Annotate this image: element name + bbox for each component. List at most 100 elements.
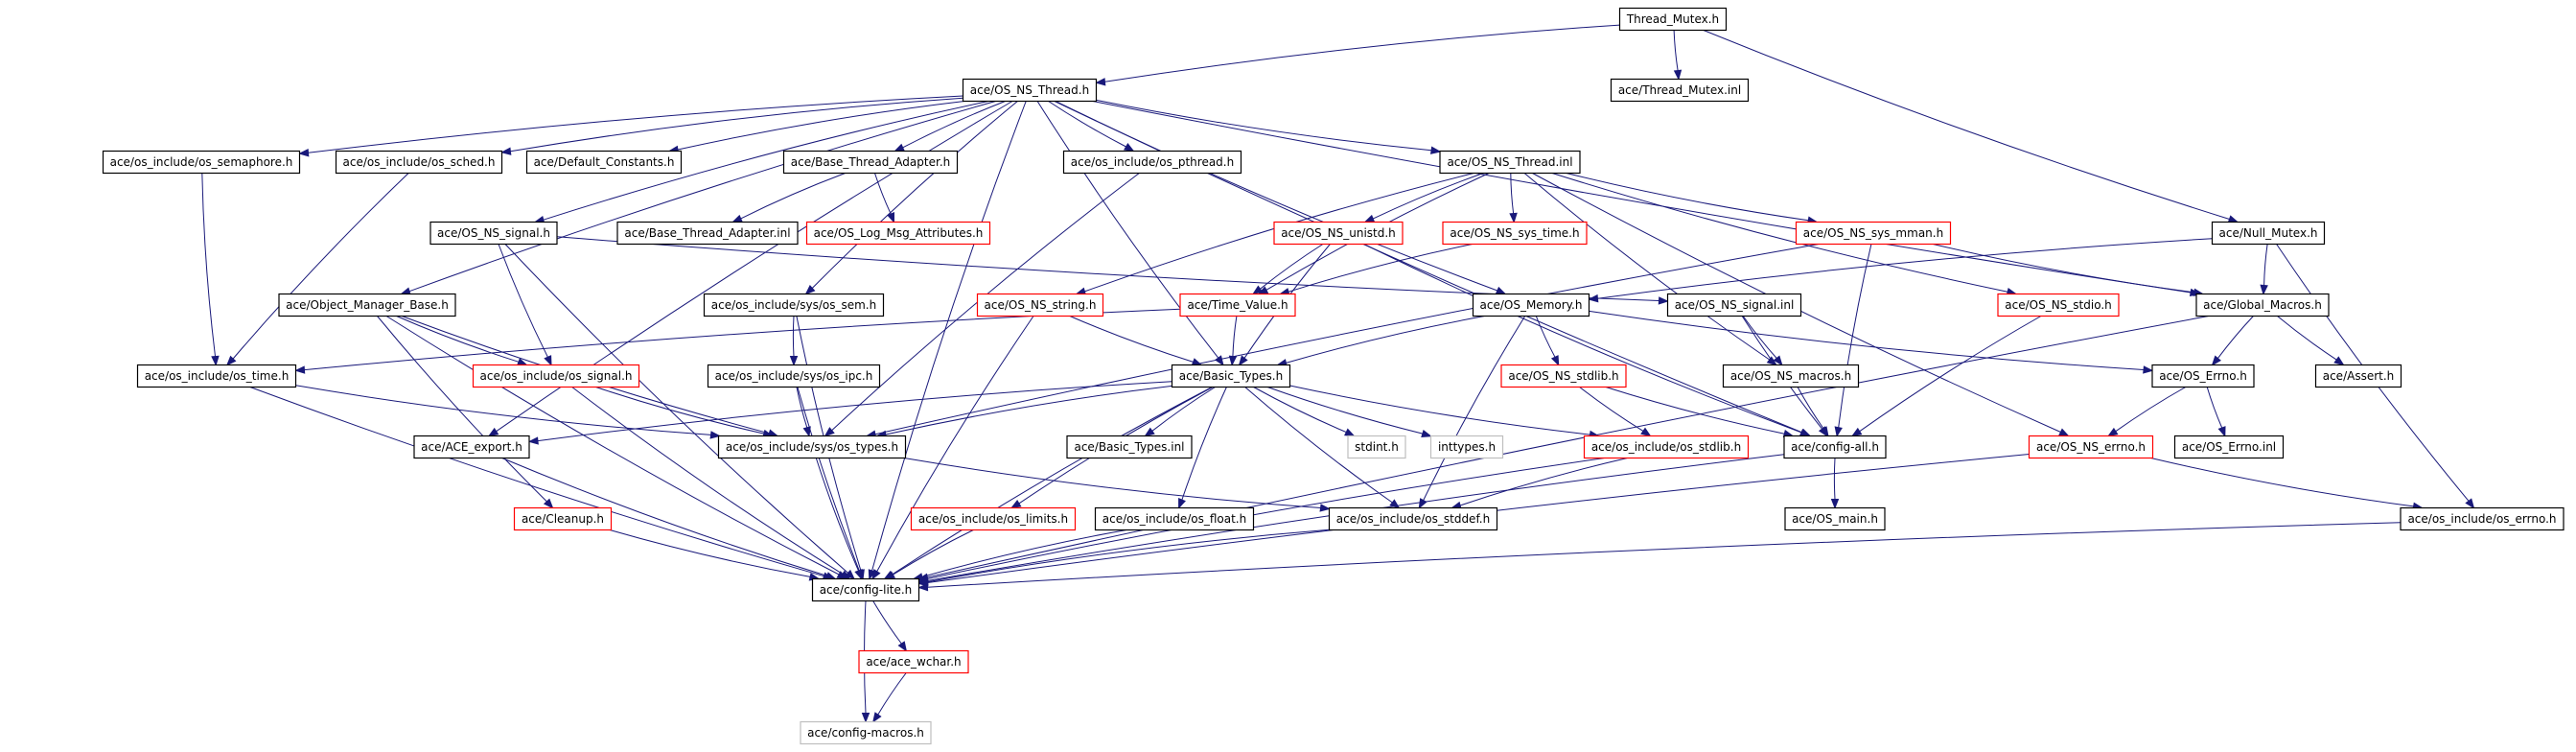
node-os-ns-macros-h[interactable]: ace/OS_NS_macros.h	[1722, 364, 1860, 388]
node-label: ace/Time_Value.h	[1187, 298, 1288, 312]
node-os-errno-ace-h[interactable]: ace/OS_Errno.h	[2151, 364, 2255, 388]
node-config-macros-h[interactable]: ace/config-macros.h	[800, 720, 932, 745]
node-os-ns-sys-time-h[interactable]: ace/OS_NS_sys_time.h	[1442, 221, 1588, 246]
edge-arrowhead	[1640, 427, 1652, 437]
node-os-ns-thread-inl[interactable]: ace/OS_NS_Thread.inl	[1439, 150, 1581, 175]
node-os-include-errno-h[interactable]: ace/os_include/os_errno.h	[2400, 506, 2564, 531]
node-box	[1273, 221, 1404, 246]
edge-line	[876, 316, 1034, 573]
edge-line	[893, 529, 974, 576]
node-os-ns-unistd-h[interactable]: ace/OS_NS_unistd.h	[1273, 221, 1404, 246]
node-config-all-h[interactable]: ace/config-all.h	[1783, 435, 1887, 459]
node-os-ns-thread-h[interactable]: ace/OS_NS_Thread.h	[962, 78, 1098, 103]
edge-arrowhead	[917, 582, 929, 592]
node-null-mutex-h[interactable]: ace/Null_Mutex.h	[2211, 221, 2326, 246]
edge-arrowhead	[1773, 355, 1783, 366]
edge-line	[1288, 244, 1473, 293]
node-os-ns-signal-h[interactable]: ace/OS_NS_signal.h	[429, 221, 558, 246]
node-base-thread-adapter-inl[interactable]: ace/Base_Thread_Adapter.inl	[616, 221, 799, 246]
node-stdint-h[interactable]: stdint.h	[1347, 435, 1406, 459]
node-box	[1618, 7, 1728, 32]
node-ace-export-h[interactable]: ace/ACE_export.h	[413, 435, 530, 459]
edge-arrowhead	[1144, 427, 1155, 437]
node-label: ace/os_include/os_errno.h	[2407, 512, 2556, 526]
edge-basic-types-h-to-stdint-h	[1253, 387, 1356, 437]
edge-line	[874, 173, 892, 215]
edge-arrowhead	[2211, 355, 2221, 366]
node-os-ns-signal-inl[interactable]: ace/OS_NS_signal.inl	[1666, 293, 1802, 317]
edge-line	[1605, 387, 1785, 435]
node-ace-wchar-h[interactable]: ace/ace_wchar.h	[858, 649, 969, 674]
node-basic-types-inl[interactable]: ace/Basic_Types.inl	[1066, 435, 1193, 459]
edge-thread-mutex-h-to-null-mutex-h	[1703, 30, 2239, 223]
node-object-manager-base-h[interactable]: ace/Object_Manager_Base.h	[278, 293, 456, 317]
node-cleanup-h[interactable]: ace/Cleanup.h	[513, 506, 613, 531]
node-os-log-msg-attributes-h[interactable]: ace/OS_Log_Msg_Attributes.h	[805, 221, 991, 246]
node-label: ace/Object_Manager_Base.h	[286, 298, 449, 312]
node-box	[703, 293, 885, 317]
edge-line	[2115, 387, 2187, 433]
node-os-ns-sys-mman-h[interactable]: ace/OS_NS_sys_mman.h	[1795, 221, 1952, 246]
edge-line	[1703, 30, 2230, 220]
node-os-pthread-h[interactable]: ace/os_include/os_pthread.h	[1062, 150, 1242, 175]
edge-os-ns-sys-mman-h-to-global-macros-h	[1933, 244, 2205, 296]
node-os-ns-errno-h[interactable]: ace/OS_NS_errno.h	[2028, 435, 2154, 459]
node-box	[800, 720, 932, 745]
node-label: ace/config-macros.h	[807, 726, 924, 740]
edge-os-ns-thread-h-to-os-pthread-h	[1048, 101, 1135, 153]
node-os-ipc-h[interactable]: ace/os_include/sys/os_ipc.h	[707, 364, 881, 388]
edge-os-ns-macros-h-to-config-all-h	[1797, 387, 1829, 437]
node-basic-types-h[interactable]: ace/Basic_Types.h	[1171, 364, 1291, 388]
node-os-memory-h[interactable]: ace/OS_Memory.h	[1472, 293, 1590, 317]
edge-arrowhead	[731, 214, 743, 223]
edge-line	[811, 101, 1018, 289]
node-assert-h[interactable]: ace/Assert.h	[2314, 364, 2402, 388]
node-box	[1328, 506, 1498, 531]
node-box	[102, 150, 301, 175]
node-os-stdlib-h[interactable]: ace/os_include/os_stdlib.h	[1583, 435, 1750, 459]
node-os-ns-string-h[interactable]: ace/OS_NS_string.h	[976, 293, 1104, 317]
node-box	[910, 506, 1077, 531]
node-box	[1066, 435, 1193, 459]
node-time-value-h[interactable]: ace/Time_Value.h	[1179, 293, 1296, 317]
node-box	[1666, 293, 1802, 317]
node-label: ace/Basic_Types.inl	[1074, 440, 1184, 454]
edge-line	[740, 173, 846, 220]
edge-line	[871, 101, 1027, 572]
edge-arrowhead	[527, 436, 539, 445]
edge-arrowhead	[1834, 426, 1843, 437]
node-os-errno-inl[interactable]: ace/OS_Errno.inl	[2173, 435, 2285, 459]
node-config-lite-h[interactable]: ace/config-lite.h	[811, 577, 920, 602]
edge-os-signal-h-to-config-lite-h	[571, 387, 851, 580]
node-base-thread-adapter-h[interactable]: ace/Base_Thread_Adapter.h	[782, 150, 959, 175]
edge-line	[385, 316, 840, 576]
node-os-types-h[interactable]: ace/os_include/sys/os_types.h	[717, 435, 907, 459]
edge-line	[1523, 173, 1770, 361]
edge-os-ns-thread-h-to-default-constants-h	[667, 101, 964, 154]
node-global-macros-h[interactable]: ace/Global_Macros.h	[2195, 293, 2330, 317]
node-inttypes-h[interactable]: inttypes.h	[1429, 435, 1504, 459]
node-os-ns-stdlib-h[interactable]: ace/OS_NS_stdlib.h	[1500, 364, 1627, 388]
node-label: ace/Base_Thread_Adapter.h	[791, 155, 950, 169]
edge-os-semaphore-h-to-os-time-h	[201, 173, 220, 366]
node-os-signal-h[interactable]: ace/os_include/os_signal.h	[472, 364, 640, 388]
node-os-main-h[interactable]: ace/OS_main.h	[1784, 506, 1886, 531]
node-os-time-h[interactable]: ace/os_include/os_time.h	[136, 364, 297, 388]
edge-line	[308, 95, 963, 153]
node-thread-mutex-h[interactable]: Thread_Mutex.h	[1618, 7, 1728, 32]
edge-arrowhead	[861, 713, 870, 723]
node-os-semaphore-h[interactable]: ace/os_include/os_semaphore.h	[102, 150, 301, 175]
node-os-limits-h[interactable]: ace/os_include/os_limits.h	[910, 506, 1077, 531]
node-os-sched-h[interactable]: ace/os_include/os_sched.h	[335, 150, 503, 175]
node-os-float-h[interactable]: ace/os_include/os_float.h	[1094, 506, 1255, 531]
edge-os-time-h-to-os-types-h	[295, 385, 721, 439]
node-default-constants-h[interactable]: ace/Default_Constants.h	[525, 150, 683, 175]
node-os-sem-h[interactable]: ace/os_include/sys/os_sem.h	[703, 293, 885, 317]
edge-line	[1232, 316, 1238, 357]
node-os-ns-stdio-h[interactable]: ace/OS_NS_stdio.h	[1997, 293, 2120, 317]
edge-arrowhead	[1495, 286, 1507, 295]
node-thread-mutex-inl[interactable]: ace/Thread_Mutex.inl	[1610, 78, 1750, 103]
edge-line	[2150, 458, 2414, 507]
edge-line	[797, 387, 860, 572]
node-os-stddef-h[interactable]: ace/os_include/os_stddef.h	[1328, 506, 1498, 531]
